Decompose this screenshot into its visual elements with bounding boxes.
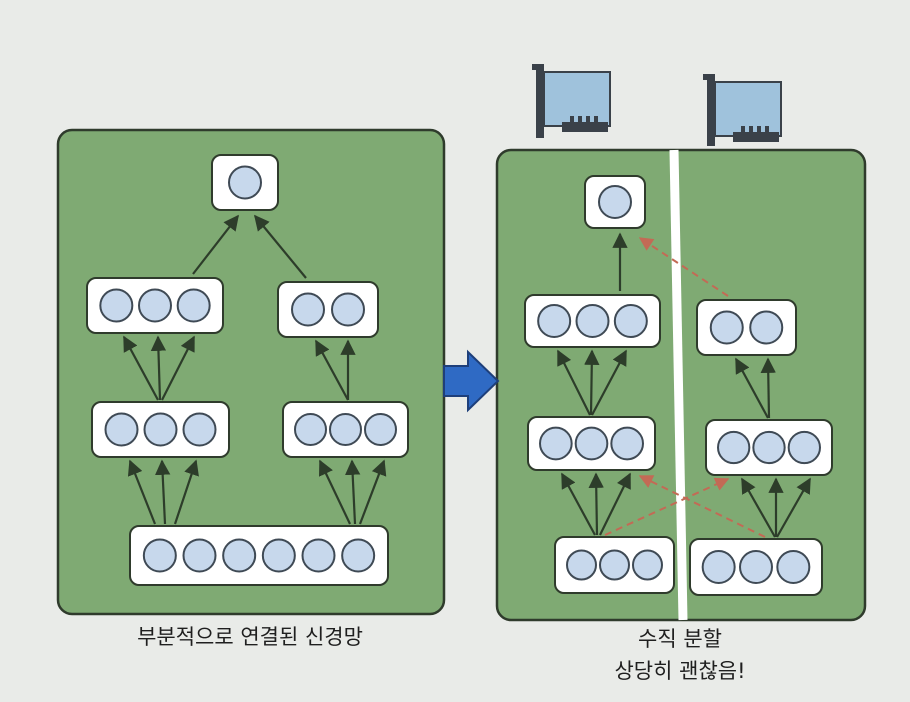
neuron [776, 550, 811, 584]
neuron [364, 413, 397, 446]
neuron [182, 538, 217, 573]
connection-arrow [315, 339, 349, 401]
left-layer-hidden1-right [282, 401, 409, 458]
connection-arrow [584, 349, 600, 416]
neuron [598, 185, 632, 219]
connection-arrow [741, 477, 776, 538]
right-layer-hidden1-right [705, 419, 833, 476]
neuron [749, 310, 784, 345]
left-layer-hidden2-right [277, 281, 379, 338]
left-layer-output [211, 154, 279, 211]
cross-device-arrow [638, 237, 729, 297]
neuron [739, 550, 773, 584]
neuron [294, 413, 327, 446]
right-arrow-icon [443, 349, 500, 413]
neuron [341, 538, 376, 573]
connection-arrow [561, 472, 596, 536]
connection-arrow [358, 459, 387, 525]
neuron [787, 430, 821, 465]
right-layer-hidden1-left [527, 416, 656, 471]
right-layer-hidden2-left [524, 294, 661, 348]
neuron [752, 430, 786, 465]
neuron [99, 288, 134, 323]
connection-arrow [173, 459, 199, 525]
connection-arrow [192, 214, 239, 275]
neuron [291, 292, 325, 327]
connection-arrow [776, 477, 811, 538]
neuron [261, 538, 296, 573]
connection-arrow [557, 349, 591, 416]
neuron [574, 426, 609, 461]
connection-arrow [154, 459, 171, 525]
neuron [228, 165, 262, 200]
connection-arrow [123, 335, 159, 401]
right-layer-input-left [554, 536, 675, 594]
neuron [613, 304, 648, 338]
neuron [176, 288, 211, 323]
neuron [142, 538, 177, 573]
connection-arrow [344, 459, 361, 525]
connection-arrow [319, 459, 351, 525]
neuron [104, 412, 139, 447]
connection-arrow [735, 357, 769, 419]
right-layer-input-right [689, 538, 823, 596]
neuron [329, 413, 362, 446]
neuron [709, 310, 744, 345]
neuron [143, 412, 178, 447]
neuron [610, 426, 645, 461]
connection-arrow [150, 335, 167, 401]
cross-device-arrow [604, 477, 730, 536]
left-layer-input [129, 525, 389, 586]
neuron [599, 549, 630, 581]
neuron [701, 550, 736, 584]
neuron [575, 304, 610, 338]
connection-arrow [599, 472, 631, 536]
neuron [138, 288, 172, 323]
neuron [632, 549, 663, 581]
neuron [331, 292, 365, 327]
connection-arrow [127, 459, 157, 525]
left-layer-hidden2-left [86, 277, 224, 334]
connection-arrow [588, 472, 604, 536]
connection-arrow [161, 335, 195, 401]
neuron [717, 430, 751, 465]
gpu-card-icon [532, 64, 611, 138]
connection-arrow [254, 214, 307, 279]
neuron [222, 538, 257, 573]
vertical-split-divider [669, 149, 688, 621]
right-network-caption-line1: 수직 분할 [638, 627, 722, 651]
connection-arrow [591, 349, 627, 416]
left-network-caption: 부분적으로 연결된 신경망 [137, 625, 363, 649]
connection-arrow [760, 357, 776, 419]
neuron [537, 304, 572, 338]
right-layer-output [584, 175, 646, 229]
neuron [182, 412, 217, 447]
right-layer-hidden2-right [696, 299, 797, 356]
neuron [301, 538, 336, 573]
right-network-caption-line2: 상당히 괜찮음! [614, 659, 746, 683]
neuron [566, 549, 597, 581]
left-layer-hidden1-left [91, 401, 230, 458]
gpu-card-icon [703, 74, 782, 146]
neuron [539, 426, 573, 461]
